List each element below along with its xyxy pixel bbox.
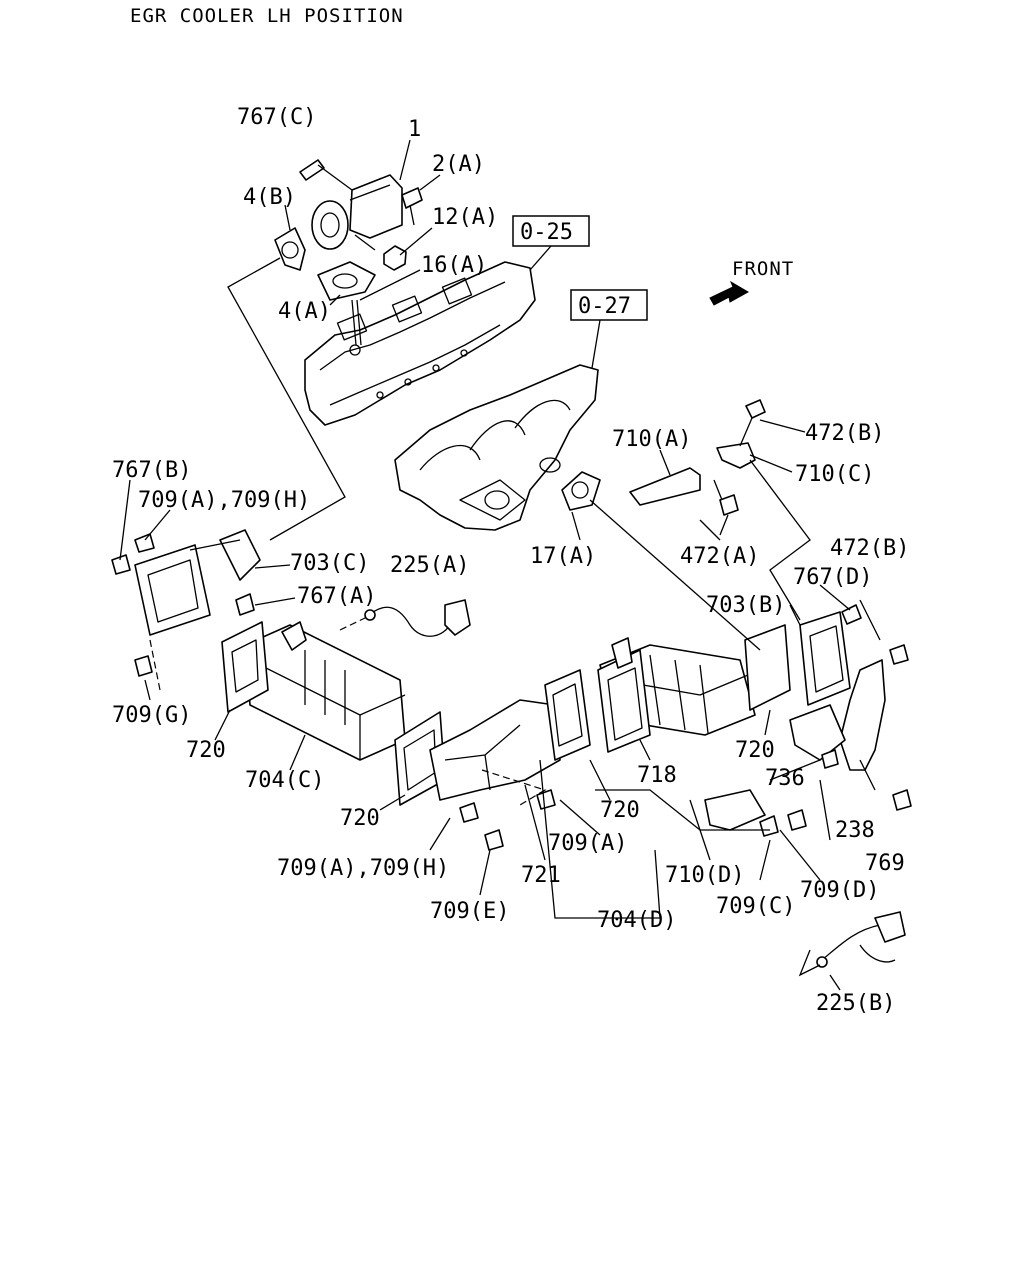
bolt-709a-lower xyxy=(459,802,479,823)
bolt-767a xyxy=(235,593,255,616)
sensor-225b xyxy=(816,911,906,968)
callout-472b-top: 472(B) xyxy=(805,421,884,446)
callout-709d: 709(D) xyxy=(800,878,879,903)
bracket-710c xyxy=(716,442,756,469)
bracket-703b xyxy=(799,611,851,706)
bolt-767b xyxy=(111,554,131,575)
callout-710c: 710(C) xyxy=(795,462,874,487)
callout-709c: 709(C) xyxy=(716,894,795,919)
front-label: FRONT xyxy=(732,258,794,280)
bracket-703c-plate xyxy=(134,544,211,636)
callout-720-left: 720 xyxy=(186,738,226,763)
callout-709e: 709(E) xyxy=(430,899,509,924)
callout-767a: 767(A) xyxy=(297,584,376,609)
callout-704d: 704(D) xyxy=(597,908,676,933)
bolt-472a-shank xyxy=(713,479,723,501)
bracket-736 xyxy=(789,704,846,761)
callout-704c: 704(C) xyxy=(245,768,324,793)
ref-box-0-25[interactable]: 0-25 xyxy=(512,215,590,247)
egr-cooler-704c xyxy=(244,621,406,761)
ref-box-0-27[interactable]: 0-27 xyxy=(570,289,648,321)
callout-709g: 709(G) xyxy=(112,703,191,728)
bolt-709a-mid xyxy=(536,789,556,810)
leader-0-25 xyxy=(529,245,552,271)
callout-472a: 472(A) xyxy=(680,544,759,569)
bolt-709a-left xyxy=(134,533,155,553)
callout-238: 238 xyxy=(835,818,875,843)
diagram-title: EGR COOLER LH POSITION xyxy=(130,5,404,27)
callout-225a: 225(A) xyxy=(390,553,469,578)
nut-12a xyxy=(383,245,407,271)
gasket-720-right xyxy=(744,624,791,711)
callout-769: 769 xyxy=(865,851,905,876)
callout-1: 1 xyxy=(408,117,421,142)
stud-16a xyxy=(351,299,362,346)
gasket-4b xyxy=(274,227,306,271)
bolt-769 xyxy=(892,789,912,811)
bracket-710a xyxy=(629,467,701,506)
leader-lines xyxy=(119,139,881,991)
bolt-472a xyxy=(719,494,739,516)
bolt-709e xyxy=(484,829,504,851)
exhaust-manifold xyxy=(394,364,599,531)
gasket-720-left-inner xyxy=(231,639,259,693)
ref-box-label: 0-25 xyxy=(520,220,573,245)
callout-703c: 703(C) xyxy=(290,551,369,576)
callout-16a: 16(A) xyxy=(421,253,487,278)
callout-labels: 767(C) 1 2(A) 4(B) 12(A) 16(A) 4(A) 472(… xyxy=(112,105,909,1016)
gasket-17a-hole xyxy=(571,481,589,499)
bracket-703b-inner xyxy=(809,625,844,693)
gasket-4a xyxy=(317,261,376,301)
egr-cooler-718 xyxy=(597,637,756,753)
callout-767c: 767(C) xyxy=(237,105,316,130)
gasket-4b-hole xyxy=(281,241,299,259)
leader-0-27 xyxy=(591,319,601,369)
bracket-710d xyxy=(704,789,766,831)
callout-709a-709h-lower: 709(A),709(H) xyxy=(277,856,449,881)
callout-4b: 4(B) xyxy=(243,185,296,210)
bracket-703c-inner xyxy=(147,559,199,623)
egr-valve xyxy=(311,174,403,251)
callout-709a-mid: 709(A) xyxy=(548,831,627,856)
callout-709a-709h-left: 709(A),709(H) xyxy=(138,488,310,513)
callout-767b: 767(B) xyxy=(112,458,191,483)
bolt-472b-right xyxy=(889,644,909,665)
callout-767d: 767(D) xyxy=(793,565,872,590)
callout-736: 736 xyxy=(765,766,805,791)
bolt-472b-top xyxy=(745,399,766,419)
callout-721: 721 xyxy=(521,863,561,888)
bolt-767c xyxy=(299,159,325,181)
bracket-703c xyxy=(219,529,261,581)
callout-17a: 17(A) xyxy=(530,544,596,569)
callout-720-mid: 720 xyxy=(340,806,380,831)
callout-2a: 2(A) xyxy=(432,152,485,177)
callout-718: 718 xyxy=(637,763,677,788)
ref-box-label: 0-27 xyxy=(578,294,631,319)
bolt-767d xyxy=(841,604,862,625)
callout-720-right: 720 xyxy=(735,738,775,763)
callout-12a: 12(A) xyxy=(432,205,498,230)
sensor-225a xyxy=(364,599,471,637)
callout-710d: 710(D) xyxy=(665,863,744,888)
callout-720-center: 720 xyxy=(600,798,640,823)
bolt-736 xyxy=(821,749,839,769)
callout-4a: 4(A) xyxy=(278,299,331,324)
bolt-2a xyxy=(401,187,423,209)
gasket-4a-hole xyxy=(332,273,358,289)
front-arrow-icon xyxy=(709,280,750,306)
leader xyxy=(317,164,353,191)
callout-472b-right: 472(B) xyxy=(830,536,909,561)
callout-710a: 710(A) xyxy=(612,427,691,452)
callout-225b: 225(B) xyxy=(816,991,895,1016)
bolt-472b-top-shank xyxy=(739,417,753,447)
bolt-709c xyxy=(759,815,779,837)
bolt-2a-shank xyxy=(409,204,415,226)
bolt-709g xyxy=(134,655,153,677)
bolt-709d xyxy=(787,809,807,831)
callout-703b: 703(B) xyxy=(706,593,785,618)
pipe-721 xyxy=(429,669,591,801)
